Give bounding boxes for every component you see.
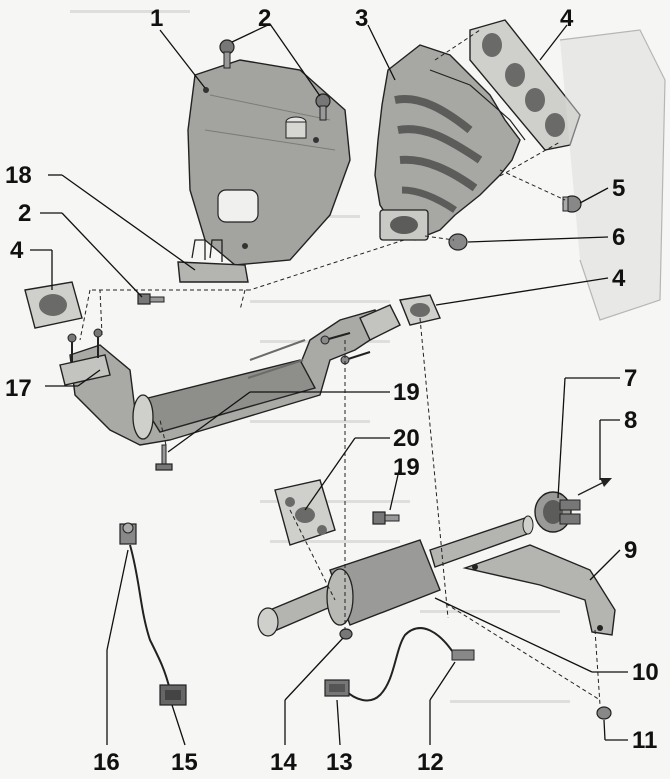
callout-11: 11: [632, 727, 657, 754]
heat-shield-nut: [596, 706, 612, 720]
underbody-heat-shield: [462, 544, 616, 636]
heat-shield: [187, 59, 351, 266]
callout-labels: 1 2 3 4 18 2 4 5 6 4 17 19 20 19 7 8 9 1…: [5, 5, 659, 776]
callout-20: 20: [393, 425, 420, 452]
callout-14: 14: [270, 749, 297, 776]
callout-15: 15: [171, 749, 198, 776]
pipe-clamp: [534, 491, 581, 533]
callout-19-upper: 19: [393, 379, 420, 406]
callout-4-right: 4: [612, 265, 626, 292]
engine-block-outline: [559, 29, 666, 321]
callout-4-left: 4: [10, 237, 24, 264]
callout-13: 13: [326, 749, 353, 776]
callout-6: 6: [612, 224, 625, 251]
manifold-flange-nut: [448, 233, 468, 251]
callout-17: 17: [5, 375, 32, 402]
callout-3: 3: [355, 5, 368, 32]
callout-2-top: 2: [258, 5, 271, 32]
callout-1: 1: [150, 5, 163, 32]
oxygen-sensor-front-connector: [159, 684, 187, 706]
callout-16: 16: [93, 749, 120, 776]
callout-9: 9: [624, 537, 637, 564]
callout-4-top: 4: [560, 5, 574, 32]
mid-pipe-gasket: [274, 479, 336, 546]
front-pipe-catalytic-converter: [59, 309, 386, 446]
mid-pipe-nut: [339, 628, 353, 640]
callout-8: 8: [624, 407, 637, 434]
downpipe-bolt: [155, 444, 173, 471]
mid-pipe-bolt: [372, 511, 400, 525]
downpipe-flange-right: [320, 304, 401, 365]
callout-5: 5: [612, 175, 625, 202]
downpipe-gasket-left: [24, 281, 83, 329]
manifold-stud-nut: [562, 195, 582, 213]
leader-lines: [30, 23, 628, 746]
callout-7: 7: [624, 365, 637, 392]
bracket-bolt: [137, 293, 165, 305]
oxygen-sensor-front: [119, 522, 171, 691]
heat-shield-bolt-upper-left: [219, 39, 235, 69]
exhaust-manifold: [374, 44, 526, 241]
callout-2-side: 2: [18, 200, 31, 227]
assembly-lines: [79, 29, 601, 706]
downpipe-gasket-right: [399, 294, 441, 326]
heat-shield-bolt-upper-right: [315, 93, 331, 121]
heat-shield-bracket: [177, 239, 249, 283]
oxygen-sensor-rear: [344, 627, 475, 702]
oxygen-sensor-rear-connector: [324, 679, 350, 697]
callout-19-lower: 19: [393, 454, 420, 481]
callout-18: 18: [5, 162, 32, 189]
middle-silencer-pipe: [257, 515, 534, 637]
callout-10: 10: [632, 659, 659, 686]
direction-arrow: [577, 478, 612, 496]
callout-12: 12: [417, 749, 444, 776]
